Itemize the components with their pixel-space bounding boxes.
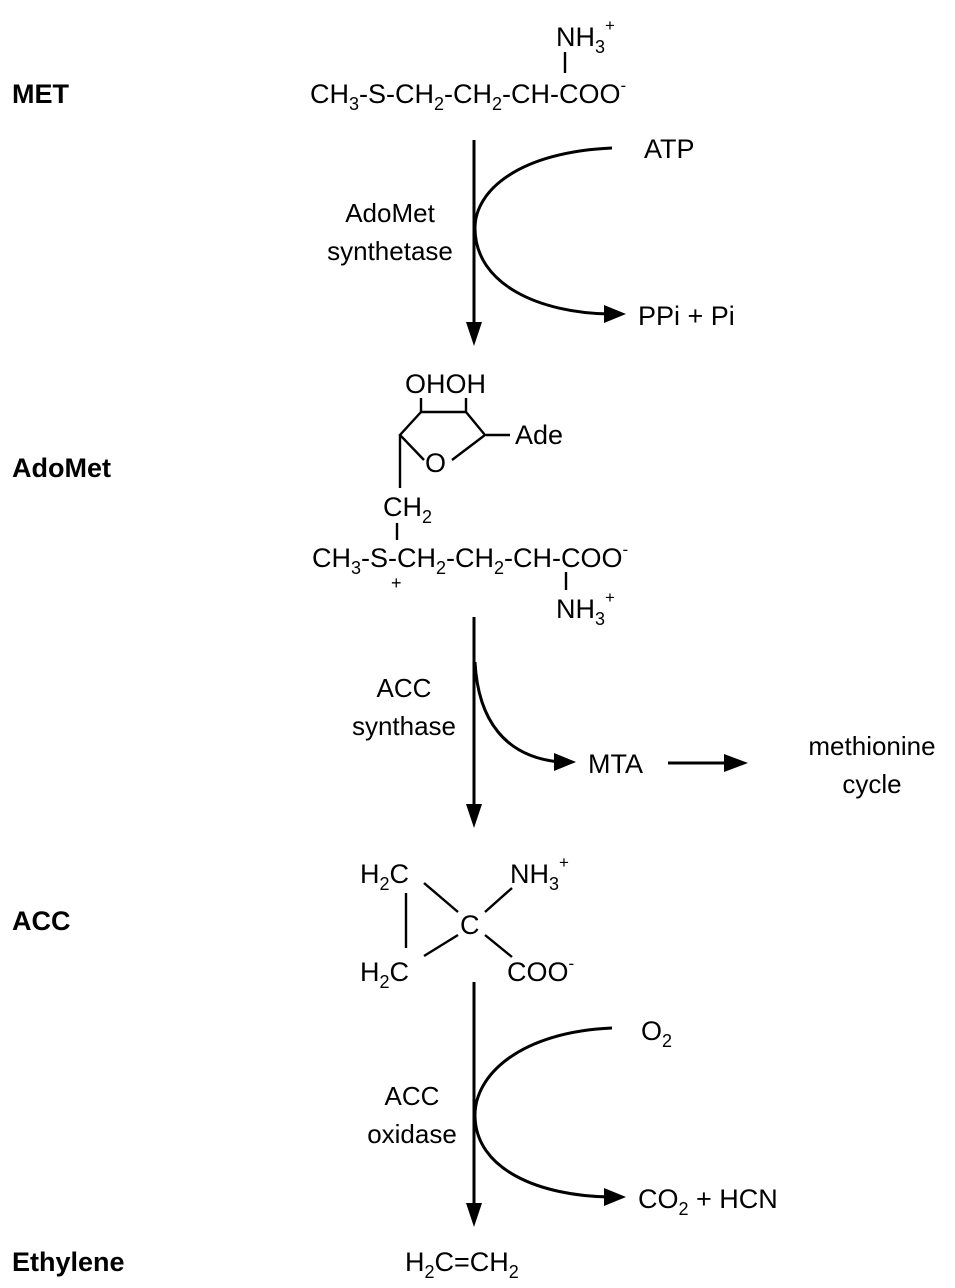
enzyme-acc-synthase-line2: synthase: [352, 711, 456, 741]
step1-arrowhead: [466, 322, 482, 346]
step2-side-arrowhead: [554, 753, 576, 771]
structure-ethylene: H2C=CH2: [405, 1247, 519, 1282]
structure-acc: H2C H2C C NH3+ COO-: [360, 853, 574, 992]
product-mta: MTA: [588, 749, 643, 779]
methionine-cycle-line2: cycle: [842, 769, 901, 799]
adomet-ring-left: [398, 411, 425, 461]
enzyme-adomet-synthetase-line1: AdoMet: [345, 198, 435, 228]
enzyme-adomet-synthetase-line2: synthetase: [327, 236, 453, 266]
step1-reaction: AdoMet synthetase ATP PPi + Pi: [327, 134, 735, 346]
step1-side-arrowhead: [604, 305, 626, 323]
acc-h2c-top: H2C: [360, 859, 409, 894]
enzyme-acc-oxidase-line1: ACC: [385, 1081, 440, 1111]
met-chain: CH3-S-CH2-CH2-CH-COO-: [310, 76, 626, 114]
label-adomet: AdoMet: [12, 453, 111, 483]
acc-nh3-bond: [484, 887, 513, 913]
acc-coo: COO-: [507, 954, 574, 987]
label-met: MET: [12, 79, 70, 109]
cosubstrate-atp: ATP: [644, 134, 695, 164]
label-acc: ACC: [12, 906, 71, 936]
adomet-ch2: CH2: [383, 492, 432, 527]
adomet-oh-oh: OHOH: [405, 369, 486, 399]
adomet-s-plus: +: [391, 573, 402, 593]
product-ppi-pi: PPi + Pi: [638, 301, 735, 331]
step3-side-curve: [473, 1026, 613, 1199]
acc-h2c-bottom: H2C: [360, 957, 409, 992]
step2-side-curve: [473, 661, 561, 764]
enzyme-acc-oxidase-line2: oxidase: [367, 1119, 457, 1149]
cosubstrate-o2: O2: [641, 1016, 672, 1051]
acc-c: C: [460, 910, 480, 940]
acc-ring-top: [423, 882, 459, 913]
step1-side-curve: [473, 146, 613, 316]
met-nh3: NH3+: [556, 16, 615, 57]
step2-arrowhead: [466, 804, 482, 828]
label-ethylene: Ethylene: [12, 1247, 125, 1277]
acc-nh3: NH3+: [510, 853, 569, 894]
step3-arrowhead: [466, 1203, 482, 1227]
adomet-ring-upper: [421, 410, 487, 461]
adomet-ring-o: O: [425, 448, 446, 478]
step3-reaction: ACC oxidase O2 CO2 + HCN: [367, 982, 778, 1227]
step3-side-arrowhead: [604, 1188, 626, 1206]
acc-ring-bottom: [423, 933, 459, 958]
adomet-nh3: NH3+: [556, 588, 615, 629]
step2-reaction: ACC synthase MTA methionine cycle: [352, 617, 936, 828]
product-co2-hcn: CO2 + HCN: [638, 1184, 778, 1219]
acc-coo-bond: [484, 934, 513, 958]
adomet-chain: CH3-S-CH2-CH2-CH-COO-: [312, 540, 628, 578]
enzyme-acc-synthase-line1: ACC: [377, 673, 432, 703]
adomet-ade: Ade: [515, 420, 563, 450]
mta-to-cycle-arrowhead: [724, 754, 748, 772]
methionine-cycle-line1: methionine: [808, 731, 935, 761]
structure-adomet: OHOH O Ade CH2 CH3-S-CH2-CH2-CH-COO- + N…: [312, 369, 628, 629]
structure-met: NH3+ CH3-S-CH2-CH2-CH-COO-: [310, 16, 626, 114]
